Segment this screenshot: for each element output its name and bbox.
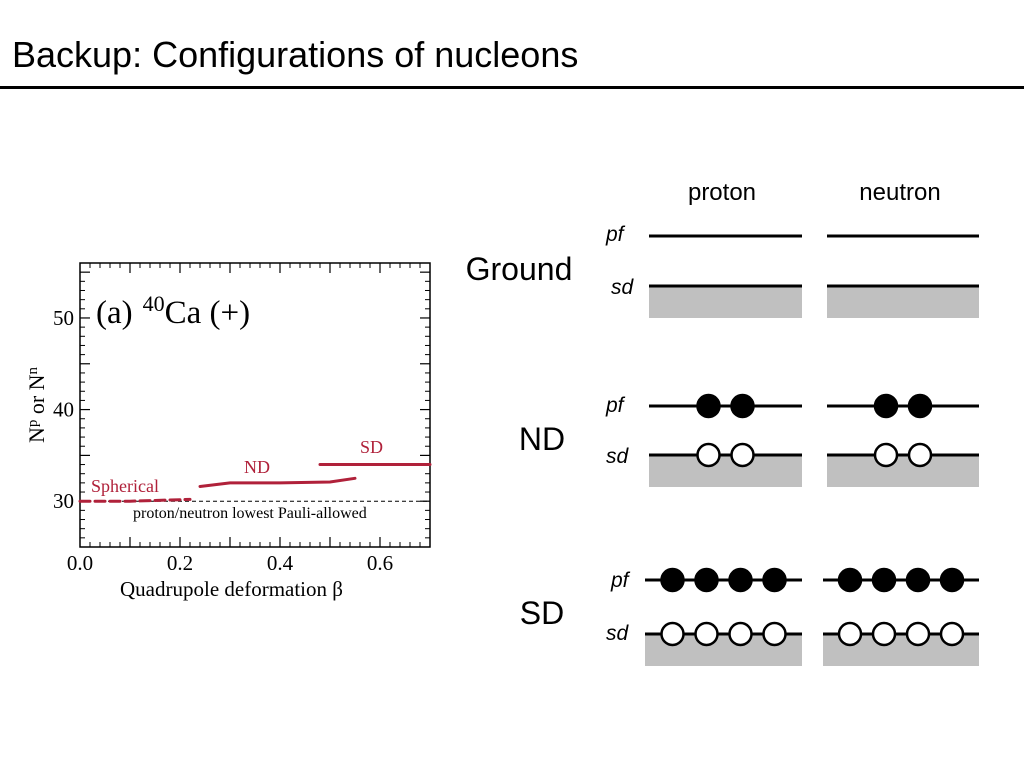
level-label-sd: sd	[611, 276, 635, 299]
proton-hole	[696, 442, 721, 468]
level-label-sd: sd	[606, 445, 630, 468]
proton-fermi-sea-shade	[649, 286, 802, 318]
config-label-nd: ND	[519, 421, 565, 457]
proton-particle	[694, 567, 719, 593]
neutron-particle	[837, 567, 863, 593]
proton-hole	[660, 621, 685, 647]
series-label-sd: SD	[360, 437, 383, 457]
proton-hole	[762, 621, 787, 647]
panel-label: (a)40Ca (+)	[96, 291, 250, 331]
neutron-hole	[837, 621, 863, 647]
series-label-nd: ND	[244, 457, 270, 477]
title-underline	[0, 86, 1024, 89]
proton-hole	[694, 621, 719, 647]
level-label-sd: sd	[606, 622, 630, 645]
neutron-hole	[871, 621, 897, 647]
column-header-proton: proton	[688, 179, 756, 206]
neutron-hole	[939, 621, 965, 647]
proton-particle	[762, 567, 787, 593]
x-tick-label: 0.0	[67, 551, 93, 575]
neutron-particle	[871, 567, 897, 593]
neutron-particle	[905, 567, 931, 593]
neutron-fermi-sea-shade	[827, 455, 979, 487]
x-tick-label: 0.2	[167, 551, 193, 575]
neutron-particle	[907, 393, 933, 419]
minor-ticks	[80, 262, 430, 547]
neutron-hole	[907, 442, 933, 468]
plot-frame	[79, 262, 431, 548]
x-axis-label: Quadrupole deformation β	[120, 577, 343, 601]
levels-layer	[645, 234, 979, 666]
proton-particle	[730, 393, 755, 419]
y-tick-label: 40	[53, 398, 74, 422]
level-label-pf: pf	[610, 569, 631, 592]
series-label-spherical: Spherical	[91, 476, 159, 496]
reference-line-label: proton/neutron lowest Pauli-allowed	[133, 505, 367, 522]
y-axis-label: Np or Nn	[24, 366, 49, 443]
proton-particle	[660, 567, 685, 593]
series-line-nd	[198, 476, 357, 488]
neutron-fermi-sea-shade	[827, 286, 979, 318]
proton-particle	[696, 393, 721, 419]
level-diagram: proton neutron Ground ND SD pf sd pf sd …	[466, 179, 979, 666]
slide-title: Backup: Configurations of nucleons	[12, 34, 579, 75]
proton-fermi-sea-shade	[649, 455, 802, 487]
proton-particle	[728, 567, 753, 593]
neutron-particle	[939, 567, 965, 593]
tick-labels: 0.0 0.2 0.4 0.6 30 40 50	[53, 306, 393, 575]
config-label-ground: Ground	[466, 251, 573, 287]
x-tick-label: 0.6	[367, 551, 393, 575]
neutron-hole	[905, 621, 931, 647]
level-label-pf: pf	[605, 394, 626, 417]
neutron-hole	[873, 442, 899, 468]
series-line-spherical	[78, 497, 192, 503]
column-header-neutron: neutron	[859, 179, 940, 206]
series-layer	[78, 463, 432, 503]
config-label-sd: SD	[520, 595, 564, 631]
proton-hole	[730, 442, 755, 468]
proton-hole	[728, 621, 753, 647]
level-label-pf: pf	[605, 223, 626, 246]
x-tick-label: 0.4	[267, 551, 294, 575]
y-tick-label: 30	[53, 489, 74, 513]
y-tick-label: 50	[53, 306, 74, 330]
neutron-particle	[873, 393, 899, 419]
